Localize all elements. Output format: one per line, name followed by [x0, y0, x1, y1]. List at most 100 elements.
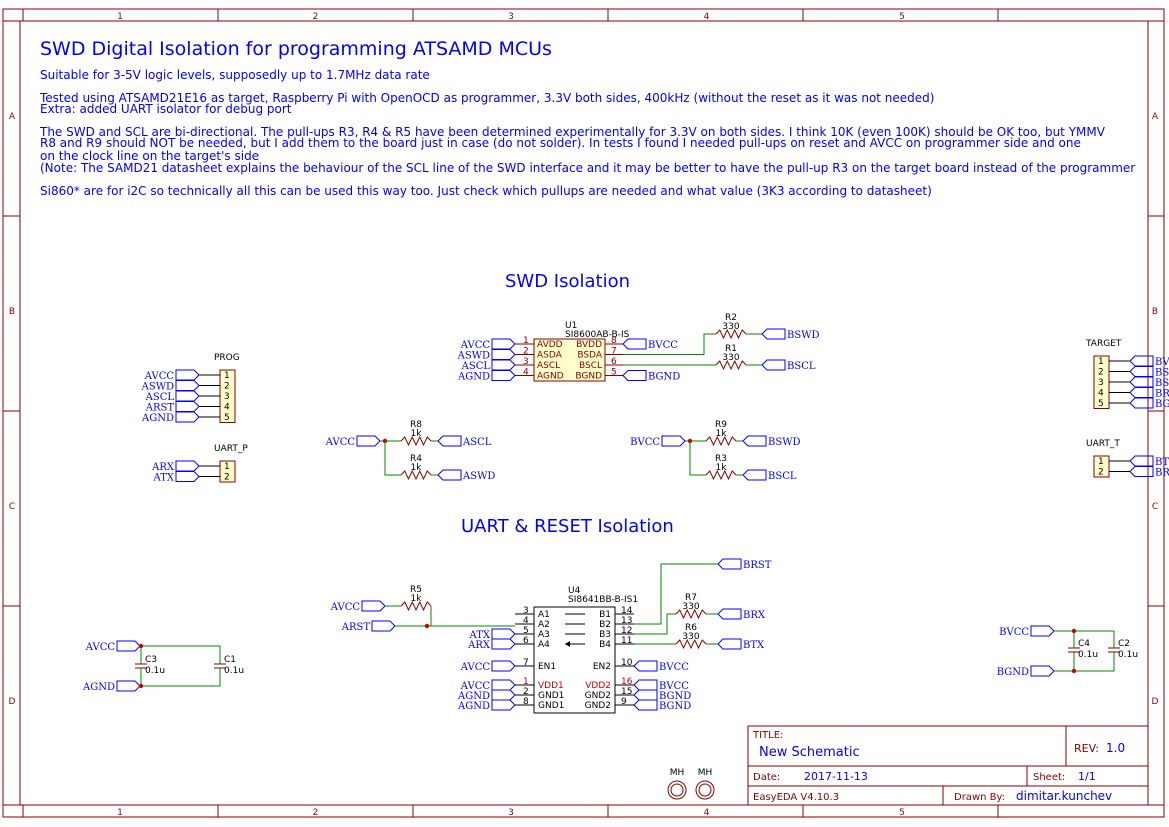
resistor-value: 1k	[411, 429, 423, 439]
net-port	[633, 699, 658, 711]
frame-inner	[19, 20, 1149, 806]
note-line-6: on the clock line on the target's side	[40, 149, 260, 163]
net-label: ARST	[341, 622, 371, 633]
resistor-symbol	[705, 469, 737, 481]
net-label: BSWD	[1155, 368, 1169, 379]
pin-name: VDD1	[538, 681, 564, 691]
note-line-1: Suitable for 3-5V logic levels, supposed…	[40, 68, 430, 82]
net-label: ASCL	[145, 392, 175, 403]
net-port	[175, 369, 200, 381]
net-label: ARX	[467, 640, 491, 651]
pin-number: 7	[611, 347, 617, 357]
pin-name: ASCL	[537, 361, 560, 371]
resistor-symbol	[675, 638, 707, 650]
net-label: AGND	[457, 372, 490, 383]
capacitor-ref: C4	[1078, 639, 1090, 649]
pin-name: BVDD	[576, 340, 602, 350]
connector-pin-number: 5	[224, 413, 230, 423]
net-port	[491, 370, 516, 381]
pin-number: 6	[523, 636, 529, 646]
net-port	[491, 359, 516, 371]
title-value: New Schematic	[759, 745, 860, 760]
net-port	[491, 349, 516, 360]
net-label: BRX	[1155, 468, 1169, 479]
net-port	[717, 608, 742, 620]
net-port	[437, 469, 462, 481]
net-port	[633, 660, 658, 672]
rev-value: 1.0	[1106, 741, 1125, 755]
net-label: ARST	[145, 403, 175, 414]
frame-row-label: C	[9, 502, 15, 512]
net-port	[437, 435, 462, 447]
resistor-symbol	[400, 435, 432, 447]
resistor-symbol	[715, 359, 747, 371]
net-label: BSCL	[1155, 378, 1169, 389]
net-label: AGND	[457, 701, 490, 712]
resistor-ref: R7	[685, 593, 697, 603]
net-label: BTX	[1155, 457, 1169, 468]
pin-name: B1	[599, 610, 611, 620]
resistor-symbol	[705, 435, 737, 447]
pin-name: A1	[538, 610, 550, 620]
pin-name: BGND	[575, 372, 602, 382]
ic-name: SI8600AB-B-IS	[565, 330, 630, 340]
pin-number: 4	[523, 616, 529, 626]
wire	[634, 613, 676, 635]
pin-number: 8	[611, 336, 617, 346]
frame-col-label: 4	[704, 808, 710, 818]
net-label: BSCL	[787, 361, 816, 372]
connector-ref: TARGET	[1085, 339, 1122, 349]
mounting-hole	[667, 780, 687, 800]
resistor-ref: R3	[715, 454, 727, 464]
pin-name: GND1	[538, 691, 564, 701]
junction-dot	[1071, 628, 1077, 634]
net-label: ARX	[151, 462, 175, 473]
pin-number: 9	[621, 697, 627, 707]
frame-col-label: 5	[899, 12, 905, 22]
date-label: Date:	[753, 772, 780, 783]
junction-dot	[1071, 668, 1077, 674]
pin-name: GND2	[585, 701, 611, 711]
net-label: BRST	[1155, 389, 1169, 400]
net-port	[1129, 355, 1154, 367]
pin-number: 2	[523, 347, 529, 357]
ic-ref: U1	[565, 321, 577, 331]
frame-col-label: 3	[508, 808, 514, 818]
drawn-by-value: dimitar.kunchev	[1016, 789, 1112, 803]
pin-number: 14	[621, 606, 633, 616]
frame-col-label: 2	[313, 808, 319, 818]
net-port	[175, 390, 200, 402]
frame-row-label: C	[1152, 502, 1158, 512]
frame-row-label: B	[9, 307, 15, 317]
frame-outer	[2, 8, 1165, 818]
resistor-ref: R1	[725, 344, 737, 354]
drawn-by-label: Drawn By:	[954, 792, 1005, 803]
net-port	[116, 680, 141, 692]
mounting-hole-label: MH	[670, 768, 685, 778]
pin-number: 5	[611, 368, 617, 378]
sheet-label: Sheet:	[1033, 772, 1065, 783]
resistor-ref: R2	[725, 313, 737, 323]
junction-dot	[424, 623, 430, 629]
net-port	[1129, 455, 1154, 467]
wire	[384, 441, 401, 476]
connector-pin-number: 4	[1098, 389, 1104, 399]
net-port	[361, 600, 386, 612]
resistor-value: 330	[682, 602, 699, 612]
pin-name: AGND	[537, 372, 564, 382]
wire	[140, 668, 221, 687]
connector-pin-number: 1	[224, 462, 230, 472]
pin-name: GND2	[585, 691, 611, 701]
resistor-value: 1k	[411, 463, 423, 473]
net-label: ASWD	[462, 471, 495, 482]
net-label: BRST	[743, 560, 772, 571]
pin-number: 10	[621, 658, 633, 668]
capacitor-value: 0.1u	[1118, 650, 1138, 660]
connector-pin-number: 3	[1098, 378, 1104, 388]
net-label: AVCC	[460, 340, 491, 351]
net-label: ASCL	[461, 361, 491, 372]
schematic-title: SWD Digital Isolation for programming AT…	[40, 38, 552, 60]
capacitor-ref: C3	[145, 655, 157, 665]
title-label: TITLE:	[752, 730, 783, 741]
pin-number: 6	[611, 357, 617, 367]
